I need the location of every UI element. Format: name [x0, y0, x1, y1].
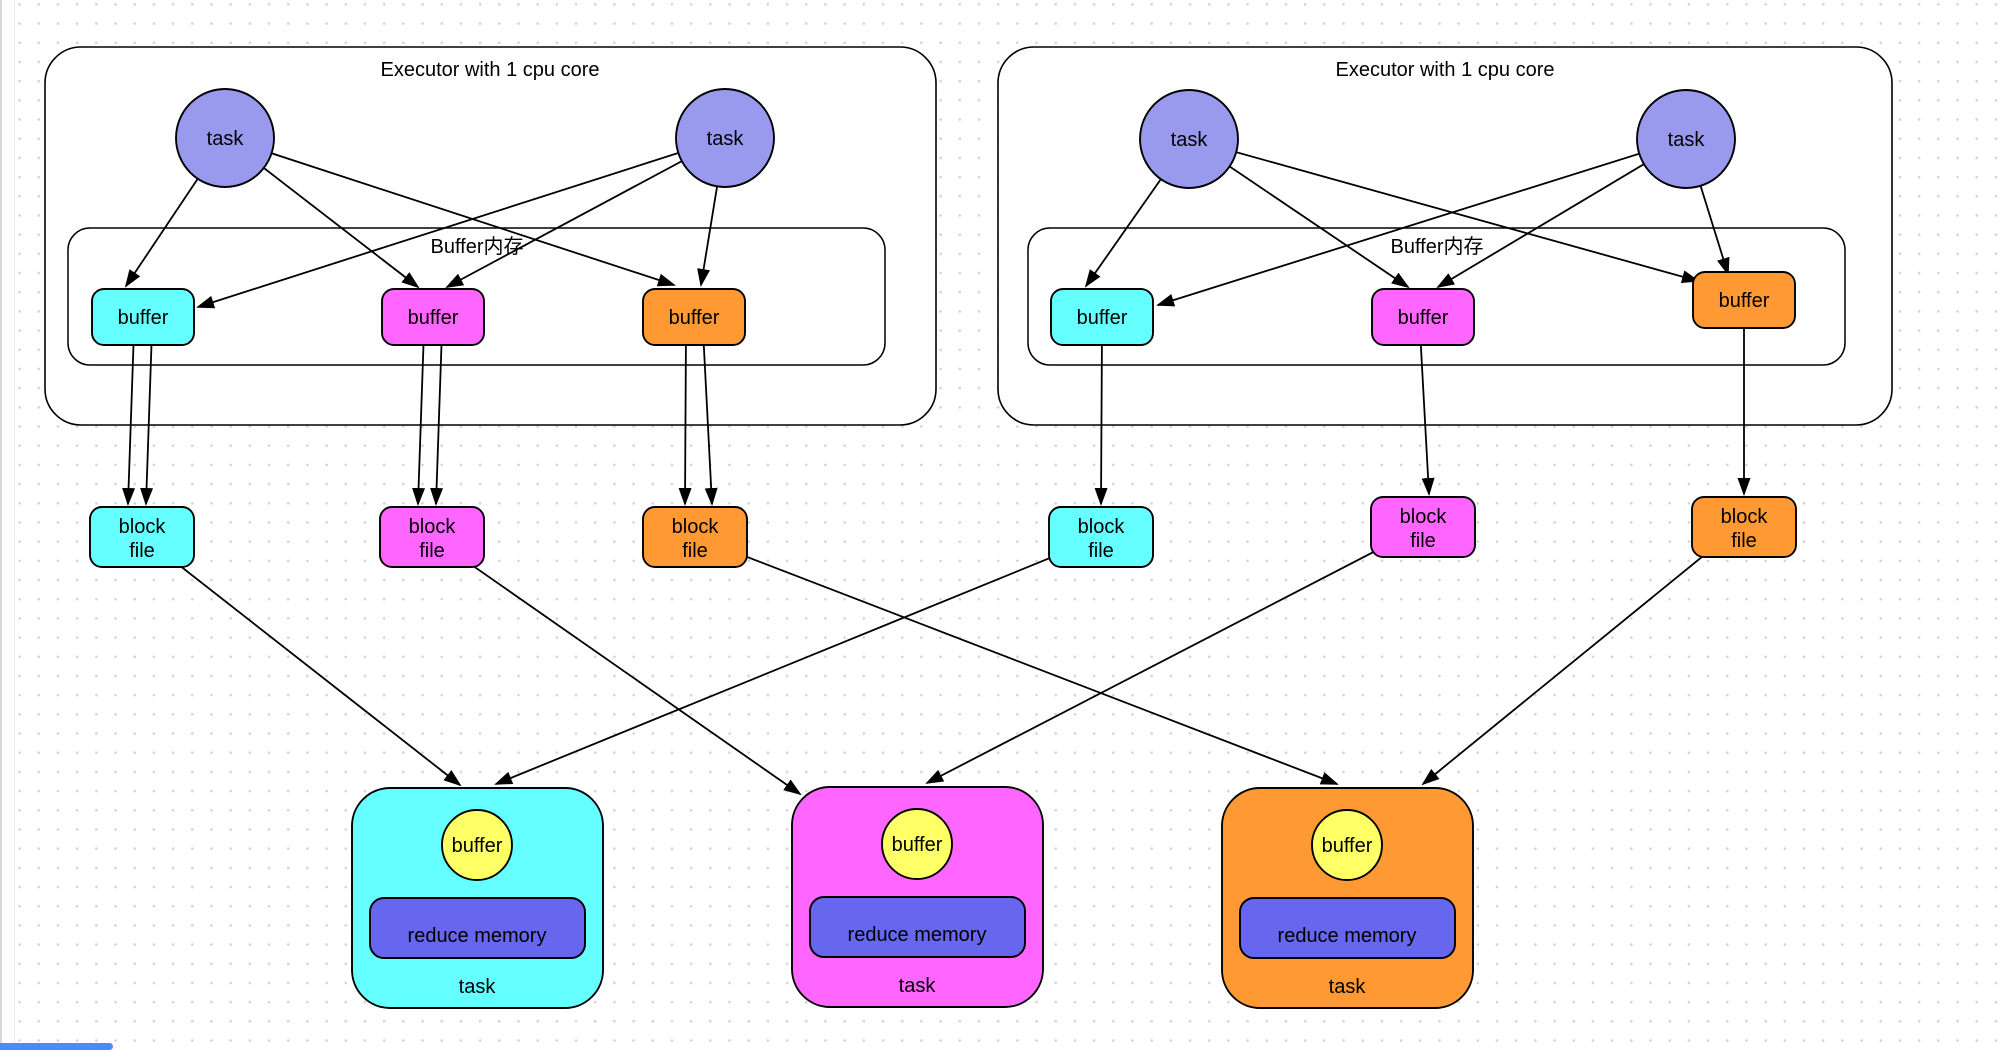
buffer-node-cyan [91, 288, 195, 346]
buffer-label: buffer [1719, 290, 1770, 312]
map-task-label: task [207, 128, 245, 150]
block-file-label: file [419, 540, 445, 562]
reduce-task-orange: buffer reduce memory task [1221, 787, 1474, 1009]
block-file-label: block [409, 516, 457, 538]
block-file-label: block [1721, 506, 1769, 528]
buffer-label: buffer [669, 307, 720, 329]
flow-arrow [224, 137, 676, 287]
flow-arrow [196, 137, 726, 309]
buffer-memory-zone-1-label: Buffer内存 [431, 235, 524, 258]
block-file-node-magenta [379, 506, 485, 568]
flow-arrow [702, 329, 718, 506]
flow-arrow [702, 539, 1339, 785]
executor-2-title: Executor with 1 cpu core [1336, 59, 1555, 81]
block-file-label: block [1400, 506, 1448, 528]
flow-arrow [140, 329, 154, 506]
map-task-label: task [707, 128, 745, 150]
buffer-node-cyan [1050, 288, 1154, 346]
reduce-memory-box [809, 896, 1026, 958]
block-file-node-magenta [1370, 496, 1476, 558]
flow-arrow [1094, 329, 1108, 506]
buffer-memory-zone-1 [67, 227, 886, 366]
buffer-label: buffer [118, 307, 169, 329]
block-file-label: file [1088, 540, 1114, 562]
flow-arrow [146, 539, 462, 787]
flow-arrow [445, 137, 726, 288]
map-task-node [675, 88, 775, 188]
map-task-label: task [1171, 129, 1209, 151]
flow-arrow [1188, 138, 1700, 283]
flow-arrow [412, 329, 426, 506]
buffer-label: buffer [408, 307, 459, 329]
buffer-memory-zone-2 [1027, 227, 1846, 366]
block-file-label: file [1731, 530, 1757, 552]
block-file-label: block [1078, 516, 1126, 538]
reduce-buffer-circle [441, 809, 513, 881]
canvas-left-edge [0, 0, 2, 1050]
canvas-left-guide-line [14, 0, 15, 1050]
buffer-node-magenta [381, 288, 485, 346]
reduce-memory-label: reduce memory [848, 924, 987, 946]
map-task-node [1636, 89, 1736, 189]
block-file-node-orange [1691, 496, 1797, 558]
buffer-node-orange [1692, 271, 1796, 329]
reduce-memory-box [369, 897, 586, 959]
reduce-memory-label: reduce memory [1278, 925, 1417, 947]
reduce-buffer-label: buffer [1322, 835, 1373, 857]
flow-arrow [1419, 329, 1435, 496]
flow-arrow [925, 529, 1417, 784]
map-task-node [175, 88, 275, 188]
reduce-task-label: task [459, 976, 497, 998]
map-task-node [1139, 89, 1239, 189]
reduce-buffer-label: buffer [892, 834, 943, 856]
block-file-label: file [1410, 530, 1436, 552]
flow-arrow [430, 329, 444, 506]
block-file-node-orange [642, 506, 748, 568]
buffer-label: buffer [1398, 307, 1449, 329]
reduce-buffer-label: buffer [452, 835, 503, 857]
block-file-label: block [119, 516, 167, 538]
buffer-label: buffer [1077, 307, 1128, 329]
buffer-memory-zone-2-label: Buffer内存 [1391, 235, 1484, 258]
reduce-task-magenta: buffer reduce memory task [791, 786, 1044, 1008]
reduce-task-label: task [1329, 976, 1367, 998]
reduce-buffer-circle [881, 808, 953, 880]
reduce-task-cyan: buffer reduce memory task [351, 787, 604, 1009]
reduce-task-label: task [899, 975, 937, 997]
map-task-label: task [1668, 129, 1706, 151]
reduce-memory-box [1239, 897, 1456, 959]
block-file-label: file [129, 540, 155, 562]
block-file-node-cyan [1048, 506, 1154, 568]
buffer-node-orange [642, 288, 746, 346]
reduce-buffer-circle [1311, 809, 1383, 881]
flow-arrow [1421, 529, 1736, 786]
flow-arrow [122, 329, 136, 506]
flow-arrow [1156, 138, 1687, 307]
flow-arrow [435, 539, 802, 796]
block-file-label: block [672, 516, 720, 538]
bottom-left-accent-shape [0, 1043, 113, 1050]
block-file-group: block file block file block file block f… [89, 496, 1797, 568]
block-file-label: file [682, 540, 708, 562]
flow-arrow [494, 539, 1095, 785]
executor-1-title: Executor with 1 cpu core [381, 59, 600, 81]
reduce-memory-label: reduce memory [408, 925, 547, 947]
buffer-node-magenta [1371, 288, 1475, 346]
block-file-node-cyan [89, 506, 195, 568]
flow-arrow [678, 329, 692, 506]
